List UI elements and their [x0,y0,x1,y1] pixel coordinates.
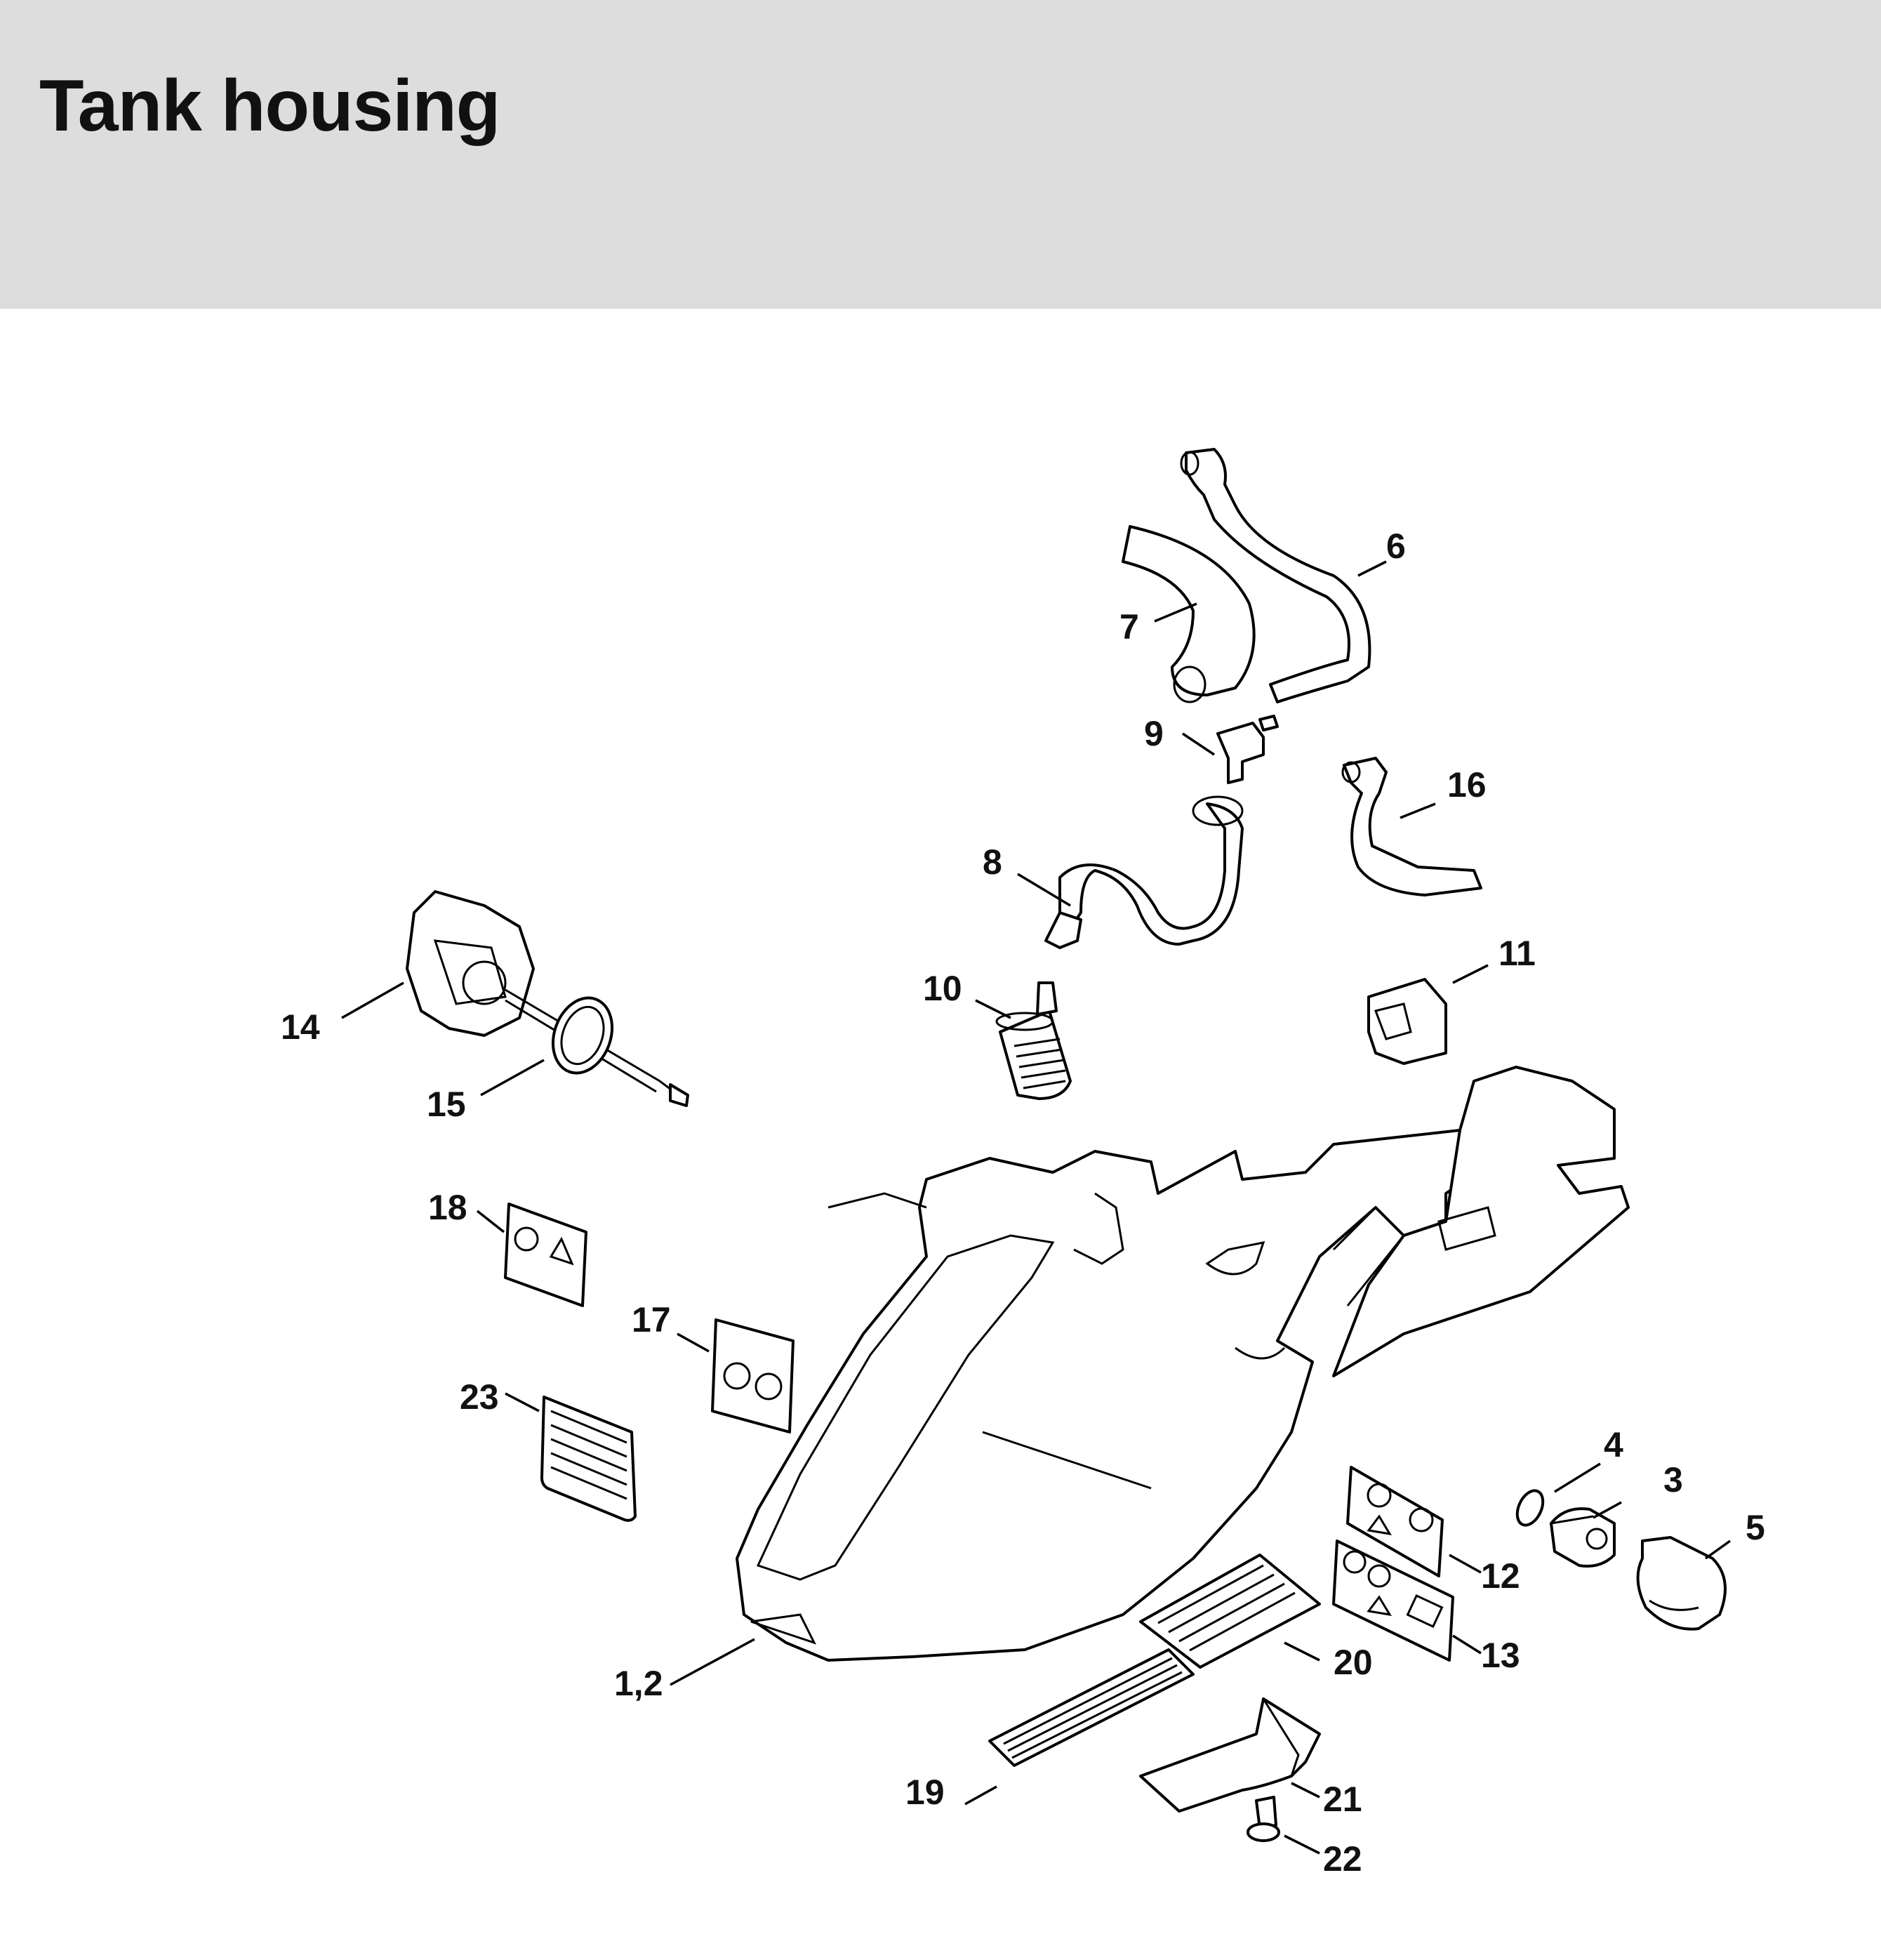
part-20-plate[interactable] [1139,1554,1321,1669]
callout-17: 17 [632,1300,671,1339]
callout-21: 21 [1323,1780,1362,1819]
callout-3: 3 [1663,1460,1683,1499]
part-16-hose[interactable] [1341,757,1482,896]
leader-lines [341,560,1732,1855]
part-23-plate[interactable] [540,1396,637,1522]
callout-6: 6 [1386,527,1406,566]
callout-20: 20 [1334,1643,1373,1682]
callout-23: 23 [460,1377,499,1417]
page-title: Tank housing [39,65,500,147]
callout-10: 10 [923,969,962,1008]
header-bar: Tank housing [0,0,1881,309]
callout-16: 16 [1447,765,1487,804]
callout-22: 22 [1323,1839,1362,1879]
part-21-chain-guard[interactable] [1139,1697,1321,1813]
callout-4: 4 [1604,1425,1623,1464]
callout-5: 5 [1746,1508,1765,1547]
part-7-hose-sleeve[interactable] [1122,525,1256,703]
filter-mesh [1013,1038,1066,1090]
part-19-plate[interactable] [988,1648,1195,1767]
plate-23-ridges [550,1410,627,1500]
part-5-cap[interactable] [1636,1536,1727,1631]
tank-housing-part[interactable] [736,1066,1630,1662]
part-17-label[interactable] [711,1318,795,1433]
part-18-label[interactable] [504,1203,587,1307]
part-15-o-ring[interactable] [543,990,623,1082]
part-3-pickup-body[interactable] [1550,1507,1616,1568]
callout-19: 19 [905,1773,945,1812]
callout-15: 15 [427,1085,466,1124]
part-8-suction-hose[interactable] [1044,795,1244,949]
part-12-warning-label[interactable] [1346,1466,1444,1577]
callout-18: 18 [428,1188,467,1227]
callout-labels: 1,2 3 4 5 6 7 8 9 10 11 12 13 14 15 16 1… [281,527,1765,1879]
callout-9: 9 [1144,714,1164,753]
part-9-elbow-connector[interactable] [1216,715,1279,784]
part-22-screw[interactable] [1247,1796,1280,1842]
callout-12: 12 [1481,1556,1520,1596]
callout-13: 13 [1481,1636,1520,1675]
part-13-warning-label[interactable] [1332,1539,1454,1662]
part-6-fuel-hose[interactable] [1180,448,1371,703]
plate-20-ridges [1157,1564,1296,1652]
callout-8: 8 [983,842,1002,882]
part-11-vent-insert[interactable] [1367,978,1447,1065]
callout-14: 14 [281,1007,320,1047]
part-14-pickup-assembly[interactable] [406,890,689,1107]
part-4-o-ring[interactable] [1513,1487,1548,1530]
part-10-fuel-filter[interactable] [995,981,1072,1100]
callout-7: 7 [1119,607,1139,647]
callout-11: 11 [1498,934,1536,973]
plate-19-ridges [1003,1657,1183,1759]
callout-1-2: 1,2 [614,1664,663,1703]
